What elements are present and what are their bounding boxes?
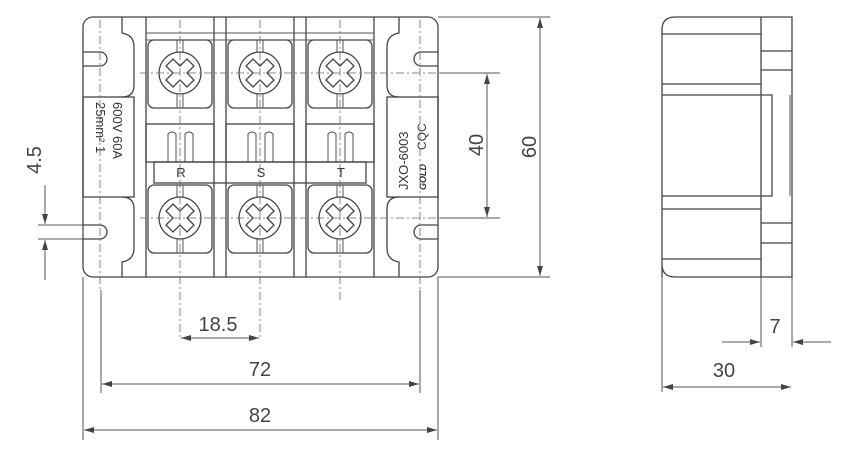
rating-label-plate [82, 96, 135, 198]
terminal-label-r: R [176, 165, 185, 180]
terminal-label-s: S [257, 165, 266, 180]
front-dimensions: 82 72 18.5 40 60 4.5 [24, 16, 550, 440]
side-view [661, 16, 793, 278]
dim-terminal-pitch: 18.5 [199, 314, 238, 336]
brand-logo: GOLD [418, 164, 428, 190]
mounting-hole [413, 224, 438, 240]
model-number: JXO-6003 [396, 131, 411, 190]
dim-flange: 7 [769, 316, 780, 338]
certification-mark: CQC [415, 123, 429, 150]
dim-hole-spacing-height: 40 [466, 134, 488, 156]
side-dimensions: 7 30 [661, 277, 831, 392]
dim-overall-height: 60 [519, 136, 541, 158]
dim-hole-diameter: 4.5 [24, 146, 46, 174]
dim-hole-spacing-width: 72 [249, 359, 271, 381]
rating-line-2: 25mm² 1 [93, 102, 108, 153]
dim-overall-width: 82 [249, 405, 271, 427]
mounting-hole [83, 224, 108, 240]
terminal-label-t: T [337, 165, 345, 180]
dim-depth: 30 [713, 360, 735, 382]
front-view: R S T 600V 60A 25mm² 1 JXO-6003 CQC GOLD [82, 16, 470, 340]
mounting-hole [413, 51, 438, 67]
rating-line-1: 600V 60A [110, 102, 125, 159]
mounting-hole [83, 51, 108, 67]
model-label-plate [386, 96, 439, 198]
